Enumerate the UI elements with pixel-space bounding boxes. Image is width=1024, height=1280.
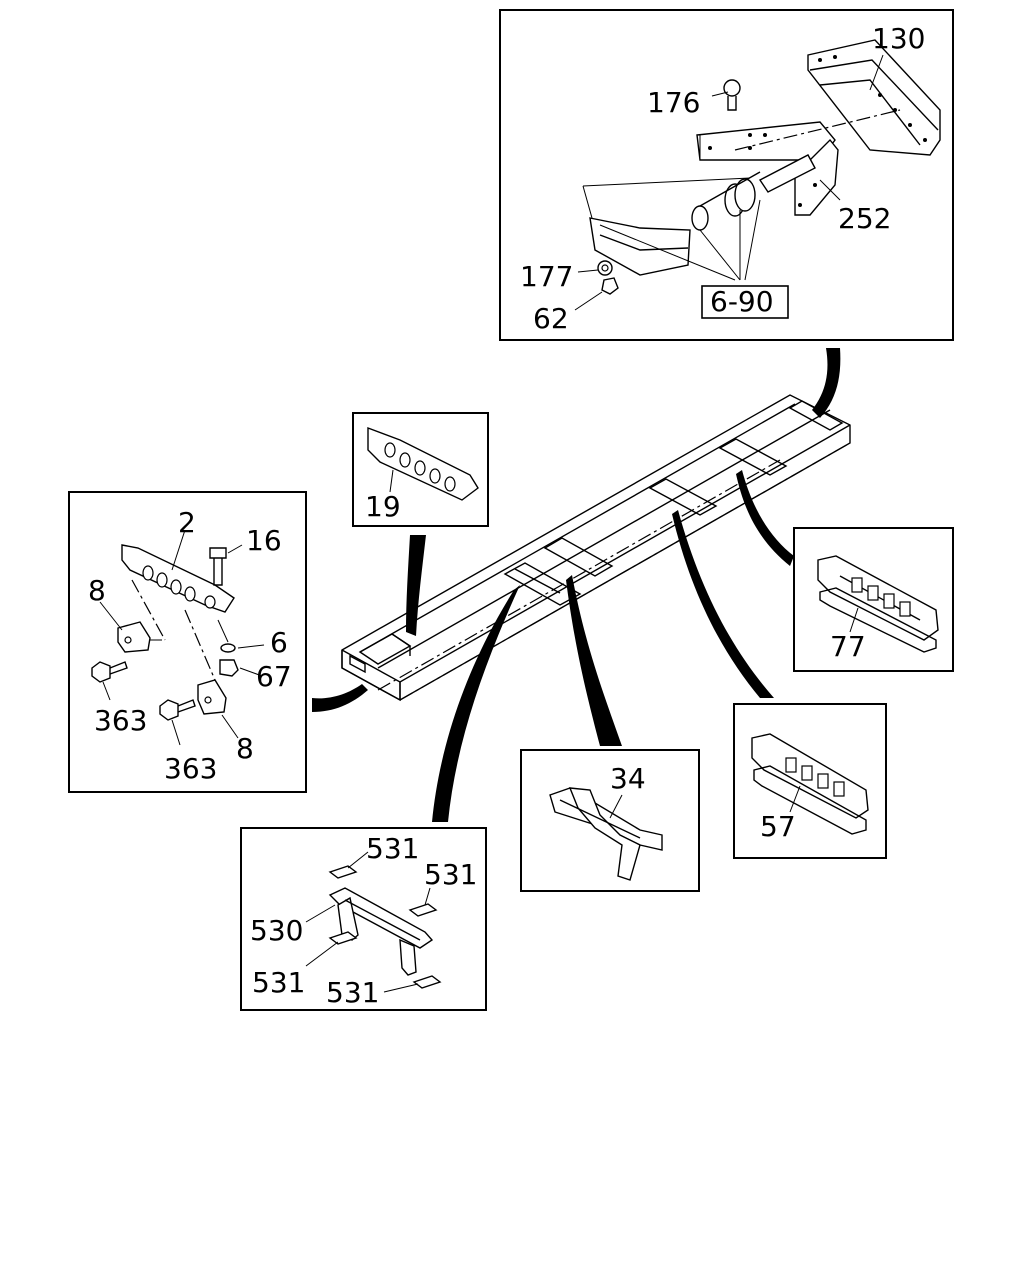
callout-8-lower: 8: [236, 732, 254, 765]
callout-19: 19: [365, 490, 401, 523]
callout-67: 67: [256, 660, 292, 693]
main-chassis-frame: [341, 394, 851, 702]
detail-box-77: 77: [793, 527, 954, 672]
callout-531-top: 531: [366, 832, 419, 865]
callout-130: 130: [872, 22, 925, 55]
callout-363-upper: 363: [94, 704, 147, 737]
callout-252: 252: [838, 202, 891, 235]
detail-box-spring-hanger: 130 176 252 177 62 6-90: [499, 9, 954, 341]
detail-box-34: 34: [520, 749, 700, 892]
callout-6-90: 6-90: [710, 285, 774, 318]
detail-box-530-531: 531 531 530 531 531: [240, 827, 487, 1011]
callout-77: 77: [830, 630, 866, 663]
callout-62: 62: [533, 302, 569, 335]
detail-box-crossmember-bracket: 2 16 8 6 67 363 363 8: [68, 491, 307, 793]
detail-box-57: 57: [733, 703, 887, 859]
detail-leaders: [312, 348, 841, 822]
callout-34: 34: [610, 762, 646, 795]
callout-6: 6: [270, 626, 288, 659]
callout-176: 176: [647, 86, 700, 119]
callout-2: 2: [178, 506, 196, 539]
callout-531-bottom: 531: [326, 976, 379, 1009]
callout-8-upper: 8: [88, 574, 106, 607]
callout-531-right: 531: [424, 858, 477, 891]
callout-177: 177: [520, 260, 573, 293]
callout-57: 57: [760, 810, 796, 843]
callout-363-lower: 363: [164, 752, 217, 785]
callout-531-left: 531: [252, 966, 305, 999]
callout-16: 16: [246, 524, 282, 557]
detail-box-19: 19: [352, 412, 489, 527]
callout-530: 530: [250, 914, 303, 947]
